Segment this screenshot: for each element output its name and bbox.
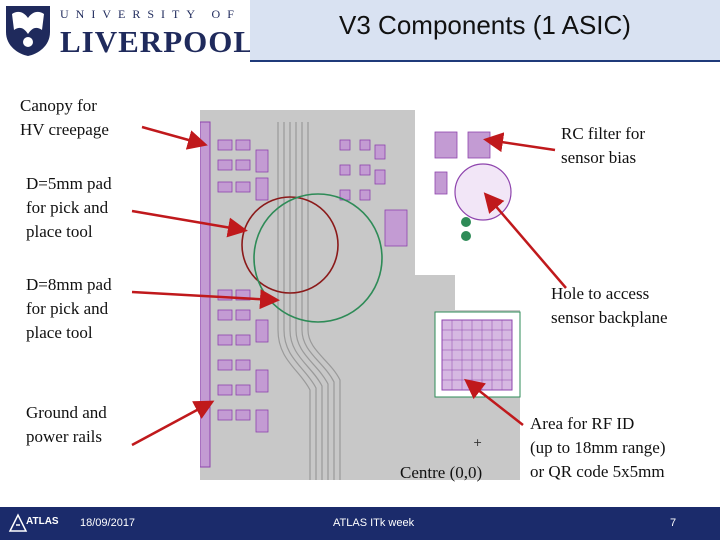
footer-page-number: 7 — [670, 517, 677, 529]
title-band — [250, 0, 720, 60]
label-pad-8mm: D=8mm pad for pick and place tool — [26, 275, 112, 342]
slide-footer — [0, 507, 720, 540]
label-hole: Hole to access sensor backplane — [551, 284, 668, 327]
centre-cross-icon: + — [473, 436, 483, 449]
university-logo: UNIVERSITY OF LIVERPOOL — [2, 2, 254, 59]
footer-atlas-label: ATLAS — [26, 516, 59, 527]
arrow-canopy — [141, 125, 208, 150]
footer-date: 18/09/2017 — [80, 517, 136, 529]
asic-layout-drawing — [200, 110, 545, 480]
title-divider — [250, 60, 720, 62]
label-rfid: Area for RF ID (up to 18mm range) or QR … — [530, 414, 666, 481]
label-pad-5mm: D=5mm pad for pick and place tool — [26, 174, 112, 241]
crest-icon — [6, 6, 50, 56]
label-centre: Centre (0,0) — [400, 463, 483, 482]
label-canopy: Canopy for HV creepage — [20, 96, 109, 139]
logo-university-text: UNIVERSITY OF — [60, 7, 241, 21]
atlas-logo-icon — [8, 513, 28, 532]
footer-event: ATLAS ITk week — [333, 517, 415, 529]
label-rails: Ground and power rails — [26, 403, 107, 446]
arrow-rails — [131, 400, 215, 447]
label-rc-filter: RC filter for sensor bias — [561, 124, 646, 167]
slide-title: V3 Components (1 ASIC) — [339, 10, 631, 40]
logo-liverpool-text: LIVERPOOL — [60, 24, 256, 59]
slide-header: UNIVERSITY OF LIVERPOOL V3 Components (1… — [0, 0, 720, 62]
